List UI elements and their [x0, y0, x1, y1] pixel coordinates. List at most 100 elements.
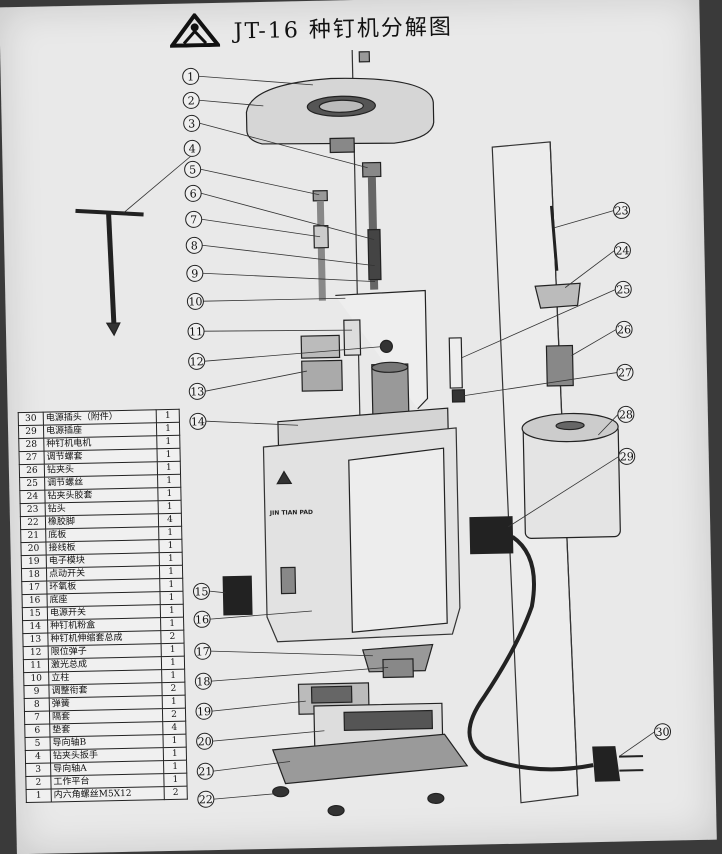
part-number-cell: 25	[19, 477, 45, 491]
svg-text:16: 16	[195, 613, 209, 626]
svg-text:6: 6	[190, 187, 197, 200]
callout-16: 16	[193, 610, 211, 628]
part-number-cell: 19	[21, 555, 47, 569]
part-qty-cell: 1	[162, 695, 186, 709]
callout-19: 19	[195, 702, 213, 720]
part-number-cell: 1	[26, 789, 52, 803]
callout-13: 13	[188, 382, 206, 400]
part-number-cell: 17	[21, 581, 48, 595]
part-name-cell: 内六角螺丝M5X12	[51, 786, 165, 803]
svg-text:23: 23	[614, 204, 628, 217]
svg-text:21: 21	[198, 765, 212, 778]
part-qty-cell: 1	[160, 617, 184, 631]
part-number-cell: 24	[19, 490, 46, 504]
part-qty-cell: 1	[157, 474, 181, 488]
part-qty-cell: 2	[161, 682, 186, 696]
callout-2: 2	[182, 91, 200, 109]
part-number-cell: 18	[21, 568, 47, 582]
callout-10: 10	[186, 292, 204, 310]
part-number-cell: 9	[23, 685, 50, 699]
part-number-cell: 30	[18, 412, 44, 426]
part-qty-cell: 1	[156, 448, 181, 462]
svg-text:18: 18	[196, 675, 210, 688]
part-number-cell: 3	[25, 763, 51, 777]
part-number-cell: 7	[24, 711, 50, 725]
part-number-cell: 6	[24, 724, 50, 738]
svg-text:3: 3	[188, 117, 195, 130]
callout-28: 28	[617, 405, 635, 423]
svg-text:1: 1	[187, 70, 194, 83]
callout-29: 29	[618, 447, 636, 465]
part-number-cell: 2	[25, 776, 52, 790]
part-qty-cell: 1	[163, 760, 187, 774]
svg-text:25: 25	[616, 283, 630, 296]
part-number-cell: 13	[22, 633, 49, 647]
svg-text:10: 10	[188, 295, 202, 308]
callout-15: 15	[192, 582, 210, 600]
part-qty-cell: 1	[157, 461, 181, 475]
callout-25: 25	[614, 280, 632, 298]
callout-4: 4	[183, 139, 201, 157]
callout-30: 30	[654, 723, 672, 741]
part-qty-cell: 2	[162, 708, 186, 722]
part-qty-cell: 1	[161, 656, 185, 670]
callout-23: 23	[613, 201, 631, 219]
callout-11: 11	[187, 322, 205, 340]
svg-text:11: 11	[189, 325, 203, 338]
svg-text:20: 20	[197, 735, 211, 748]
callout-labels: 1234567891011121314151617181920212223242…	[182, 67, 672, 808]
callout-3: 3	[183, 114, 201, 132]
part-number-cell: 4	[25, 750, 51, 764]
callout-18: 18	[194, 672, 212, 690]
svg-text:24: 24	[615, 244, 629, 257]
brand-label: JIN TIAN PAD	[269, 508, 314, 517]
part-number-cell: 29	[18, 425, 44, 439]
part-number-cell: 20	[20, 542, 47, 556]
svg-text:29: 29	[620, 450, 634, 463]
svg-text:7: 7	[190, 213, 197, 226]
svg-text:2: 2	[188, 94, 195, 107]
svg-text:4: 4	[189, 142, 196, 155]
title-block: JT-16 种钉机分解图	[169, 8, 453, 48]
part-qty-cell: 1	[159, 552, 183, 566]
svg-text:13: 13	[190, 385, 204, 398]
callout-12: 12	[188, 352, 206, 370]
part-qty-cell: 1	[159, 565, 183, 579]
part-qty-cell: 1	[159, 591, 184, 605]
callout-21: 21	[196, 762, 214, 780]
callout-5: 5	[184, 160, 202, 178]
svg-text:12: 12	[190, 355, 204, 368]
part-qty-cell: 1	[158, 539, 183, 553]
part-qty-cell: 1	[157, 487, 182, 501]
part-qty-cell: 1	[156, 409, 180, 423]
callout-7: 7	[185, 210, 203, 228]
part-qty-cell: 4	[158, 513, 182, 527]
part-qty-cell: 1	[156, 422, 180, 436]
callout-14: 14	[189, 412, 207, 430]
svg-text:5: 5	[189, 163, 196, 176]
part-number-cell: 22	[20, 516, 46, 530]
part-qty-cell: 4	[162, 721, 186, 735]
callout-9: 9	[186, 264, 204, 282]
svg-text:30: 30	[655, 726, 669, 739]
part-number-cell: 8	[24, 698, 50, 712]
svg-text:8: 8	[191, 239, 198, 252]
part-qty-cell: 1	[161, 643, 185, 657]
svg-text:28: 28	[619, 408, 633, 421]
part-qty-cell: 1	[161, 669, 185, 683]
part-number-cell: 11	[23, 659, 49, 673]
callout-27: 27	[616, 363, 634, 381]
part-number-cell: 14	[22, 620, 48, 634]
svg-text:27: 27	[618, 366, 632, 379]
part-number-cell: 5	[25, 737, 51, 751]
jt-logo-icon	[169, 12, 221, 48]
svg-text:17: 17	[196, 645, 210, 658]
part-number-cell: 27	[19, 451, 45, 465]
part-qty-cell: 1	[156, 435, 180, 449]
part-number-cell: 26	[19, 464, 45, 478]
part-qty-cell: 2	[164, 786, 188, 800]
